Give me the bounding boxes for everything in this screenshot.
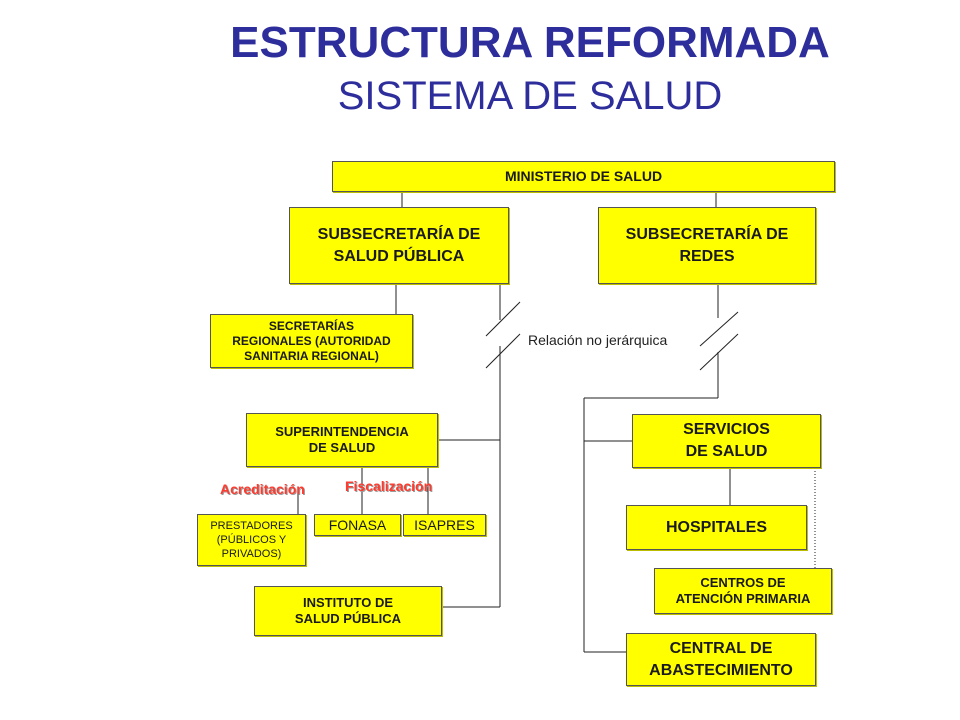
node-central-de-abastecimiento: CENTRAL DE ABASTECIMIENTO bbox=[626, 633, 816, 686]
label-acreditacion: Acreditación bbox=[220, 481, 305, 497]
node-servicios-de-salud: SERVICIOS DE SALUD bbox=[632, 414, 821, 468]
node-centros-atencion-primaria: CENTROS DE ATENCIÓN PRIMARIA bbox=[654, 568, 832, 614]
nonhierarchical-mark-left-1 bbox=[485, 301, 521, 337]
page-title: ESTRUCTURA REFORMADA bbox=[230, 18, 830, 67]
node-superintendencia-de-salud: SUPERINTENDENCIA DE SALUD bbox=[246, 413, 438, 467]
node-ministerio-de-salud: MINISTERIO DE SALUD bbox=[332, 161, 835, 192]
nonhierarchical-mark-left-2 bbox=[485, 333, 521, 369]
node-instituto-de-salud-publica: INSTITUTO DE SALUD PÚBLICA bbox=[254, 586, 442, 636]
node-subsecretaria-salud-publica: SUBSECRETARÍA DE SALUD PÚBLICA bbox=[289, 207, 509, 284]
page-subtitle: SISTEMA DE SALUD bbox=[337, 74, 723, 118]
node-hospitales: HOSPITALES bbox=[626, 505, 807, 550]
nonhierarchical-mark-right-2 bbox=[699, 333, 739, 371]
label-relacion-no-jerarquica: Relación no jerárquica bbox=[528, 332, 668, 348]
node-prestadores: PRESTADORES (PÚBLICOS Y PRIVADOS) bbox=[197, 514, 306, 566]
node-subsecretaria-redes: SUBSECRETARÍA DE REDES bbox=[598, 207, 816, 284]
nonhierarchical-mark-right-1 bbox=[699, 311, 739, 347]
node-isapres: ISAPRES bbox=[403, 514, 486, 536]
node-secretarias-regionales: SECRETARÍAS REGIONALES (AUTORIDAD SANITA… bbox=[210, 314, 413, 368]
label-fiscalizacion: Fiscalización bbox=[345, 478, 433, 494]
node-fonasa: FONASA bbox=[314, 514, 401, 536]
